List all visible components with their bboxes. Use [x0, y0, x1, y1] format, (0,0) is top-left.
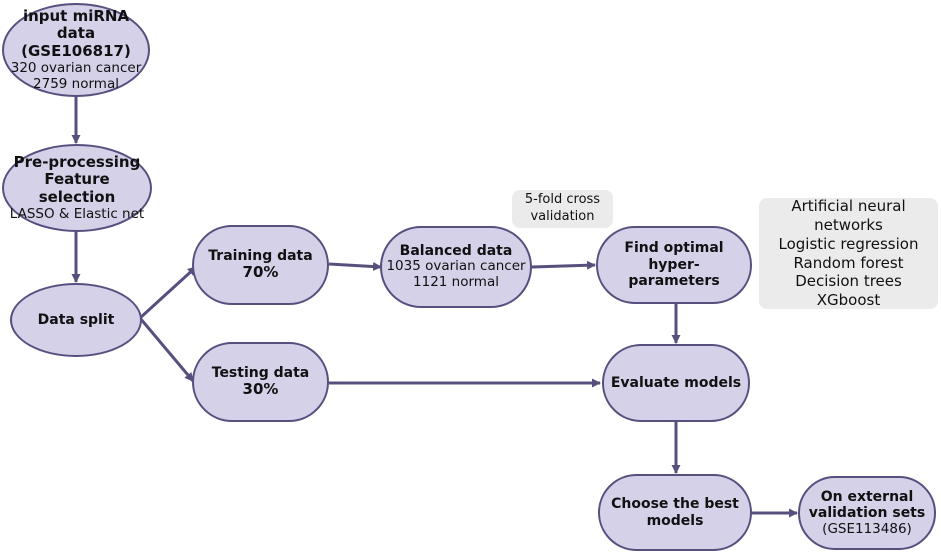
testing-title-1: Testing data — [211, 364, 310, 381]
preprocessing-title-2: Feature selection — [38, 170, 116, 206]
model-logistic: Logistic regression — [778, 234, 919, 253]
testing-data-node: Testing data 30% — [192, 342, 329, 422]
training-title-2: 70% — [242, 263, 279, 282]
external-line-1: (GSE113486) — [822, 520, 912, 537]
data-split-node: Data split — [10, 283, 142, 357]
arrow-training-to-balanced — [328, 262, 382, 272]
input-title-2: (GSE106817) — [21, 41, 131, 60]
optimal-title-2: parameters — [628, 273, 720, 290]
cross-validation-line-2: validation — [530, 209, 595, 224]
choose-title-2: models — [646, 512, 704, 529]
preprocessing-line-1: LASSO & Elastic net — [9, 205, 145, 222]
model-random-forest: Random forest — [793, 253, 904, 272]
preprocessing-title-1: Pre-processing — [13, 152, 141, 171]
arrow-balanced-to-optimal — [531, 260, 596, 270]
choose-title-1: Choose the best — [611, 495, 739, 512]
model-xgboost: XGboost — [816, 291, 881, 309]
input-line-1: 320 ovarian cancer — [10, 59, 142, 76]
data-split-title: Data split — [37, 311, 115, 328]
input-data-node: input miRNA data (GSE106817) 320 ovarian… — [2, 3, 150, 97]
choose-best-node: Choose the best models — [598, 474, 752, 551]
cross-validation-note: 5-fold cross validation — [512, 190, 613, 228]
evaluate-models-node: Evaluate models — [602, 344, 750, 422]
optimal-title-1: Find optimal hyper- — [624, 240, 724, 273]
models-list-note: Artificial neural networks Logistic regr… — [759, 197, 938, 309]
external-title-1: On external — [820, 488, 914, 505]
cross-validation-line-1: 5-fold cross — [524, 192, 601, 208]
input-title-1: input miRNA data — [22, 6, 130, 43]
external-validation-node: On external validation sets (GSE113486) — [798, 476, 936, 550]
evaluate-title: Evaluate models — [610, 374, 742, 391]
find-optimal-node: Find optimal hyper- parameters — [596, 226, 752, 304]
balanced-line-2: 1121 normal — [413, 274, 499, 291]
input-line-2: 2759 normal — [33, 75, 119, 92]
arrow-split-to-testing — [138, 317, 195, 382]
balanced-line-1: 1035 ovarian cancer — [386, 258, 526, 275]
testing-title-2: 30% — [242, 380, 279, 399]
model-decision-trees: Decision trees — [795, 272, 902, 291]
balanced-data-node: Balanced data 1035 ovarian cancer 1121 n… — [380, 226, 532, 308]
preprocessing-node: Pre-processing Feature selection LASSO &… — [2, 144, 152, 232]
balanced-title: Balanced data — [399, 242, 513, 259]
external-title-2: validation sets — [808, 505, 926, 522]
training-data-node: Training data 70% — [192, 225, 329, 305]
training-title-1: Training data — [208, 247, 313, 264]
model-ann: Artificial neural networks — [791, 197, 906, 234]
arrow-split-to-training — [138, 265, 198, 320]
